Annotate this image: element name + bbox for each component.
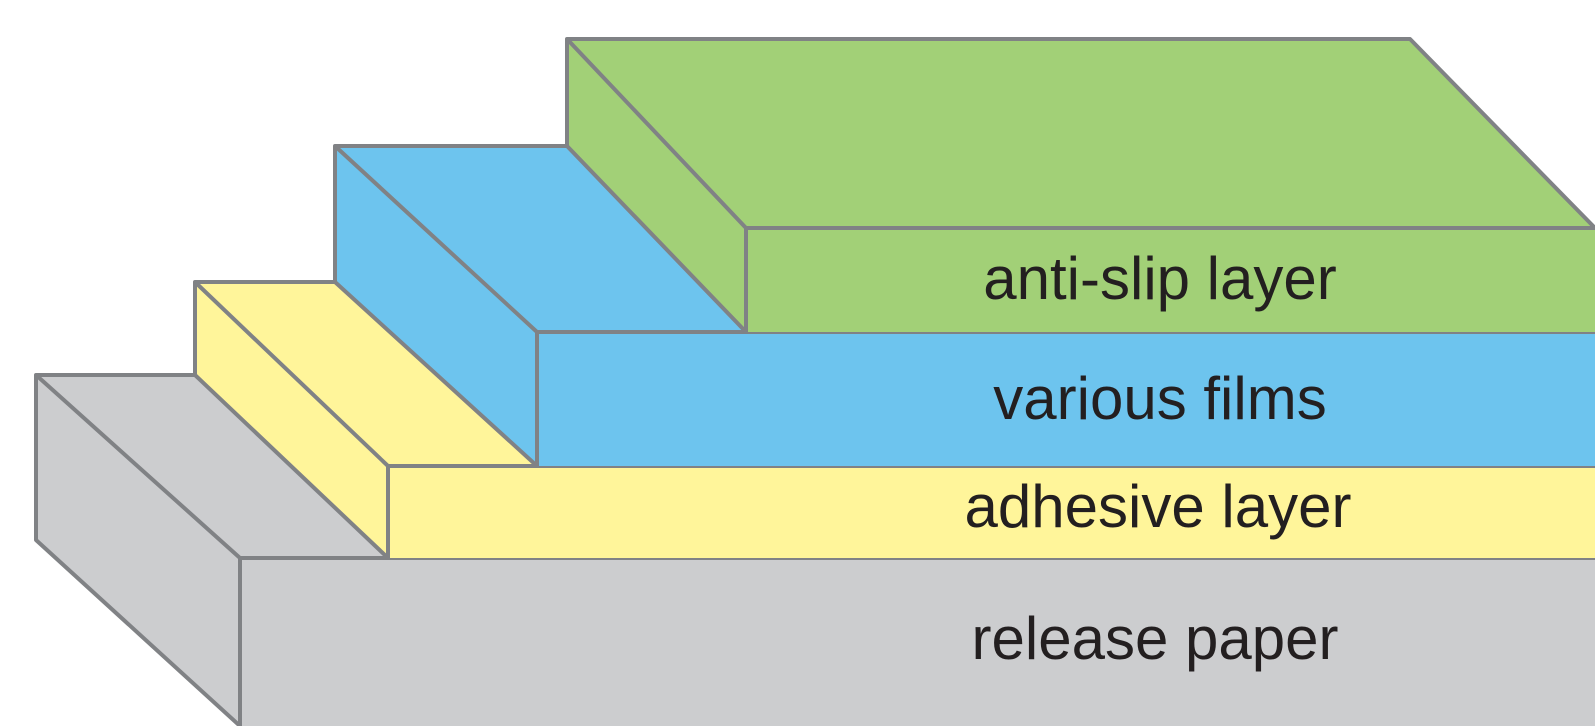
films-side xyxy=(335,146,537,466)
adhesive-layer-label: adhesive layer xyxy=(965,473,1352,540)
release-paper-front xyxy=(240,558,1595,726)
layer-adhesive xyxy=(193,280,1595,560)
films-front xyxy=(537,332,1595,466)
adhesive-front xyxy=(388,466,1595,558)
anti-slip-top xyxy=(567,39,1595,228)
anti-slip-front xyxy=(746,228,1595,332)
adhesive-side xyxy=(195,282,388,558)
anti-slip-layer-label: anti-slip layer xyxy=(983,245,1336,312)
release-paper-top xyxy=(36,375,388,558)
layer-anti-slip xyxy=(565,37,1595,334)
adhesive-top xyxy=(195,282,537,466)
anti-slip-side xyxy=(567,39,746,332)
layer-various-films xyxy=(333,144,1595,468)
various-films-label: various films xyxy=(993,365,1326,432)
films-top xyxy=(335,146,746,332)
release-paper-label: release paper xyxy=(972,605,1339,672)
release-paper-side xyxy=(36,375,240,726)
